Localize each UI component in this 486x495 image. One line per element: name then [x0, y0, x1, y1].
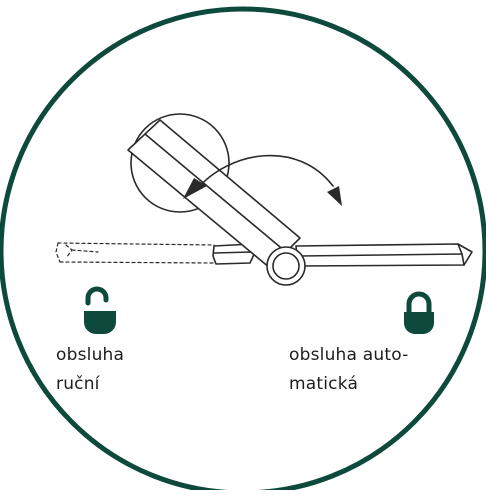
- automatic-operation-label: obsluha auto- matická: [289, 341, 408, 399]
- barrier-arm: [295, 243, 473, 267]
- manual-arm-ghost: [55, 242, 215, 264]
- manual-label-line1: obsluha: [56, 345, 125, 365]
- automatic-label-line2: matická: [289, 374, 359, 394]
- rotation-arrow: [195, 154, 334, 191]
- arrow-head-left: [183, 178, 207, 199]
- manual-operation-label: obsluha ruční: [56, 341, 124, 399]
- arrow-head-right: [327, 186, 342, 206]
- unlocked-padlock-icon: [84, 286, 116, 334]
- manual-label-line2: ruční: [56, 374, 100, 394]
- raised-arm: [127, 119, 301, 269]
- automatic-label-line1: obsluha auto-: [289, 345, 409, 365]
- locked-padlock-icon: [404, 291, 434, 334]
